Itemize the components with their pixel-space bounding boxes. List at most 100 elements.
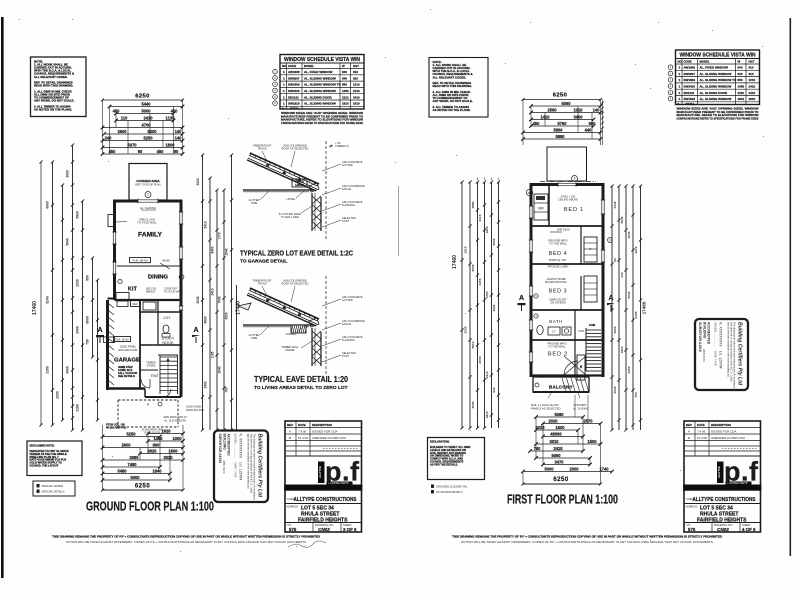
svg-text:2: 2 bbox=[147, 193, 149, 197]
svg-text:LEVELS AND SETBACKS ON: LEVELS AND SETBACKS ON bbox=[430, 448, 466, 452]
svg-text:WITH THE B.C.A. & LOCAL: WITH THE B.C.A. & LOCAL bbox=[34, 69, 71, 73]
svg-text:610: 610 bbox=[353, 76, 358, 80]
svg-text:40 DIA PAD FTG.: 40 DIA PAD FTG. bbox=[106, 426, 127, 430]
svg-text:with deemed to comply provisio: with deemed to comply provisions of the … bbox=[730, 322, 733, 383]
svg-text:ON OTHERS: ON OTHERS bbox=[550, 301, 566, 305]
svg-text:ANY WORK. DO NOT SCALE.: ANY WORK. DO NOT SCALE. bbox=[433, 99, 473, 103]
svg-text:BALCONY: BALCONY bbox=[549, 385, 573, 390]
svg-text:2620: 2620 bbox=[147, 449, 157, 454]
svg-text:AL. SLD WINDOW: AL. SLD WINDOW bbox=[164, 418, 186, 422]
svg-text:W: W bbox=[738, 60, 741, 64]
svg-text:2: 2 bbox=[274, 76, 276, 80]
svg-text:1620: 1620 bbox=[161, 429, 171, 434]
svg-text:3: 3 bbox=[484, 177, 486, 181]
svg-text:2400: 2400 bbox=[76, 326, 80, 334]
svg-text:ACCREDITED: ACCREDITED bbox=[707, 322, 711, 345]
svg-text:AL. SLIDING WINDOW TO: AL. SLIDING WINDOW TO bbox=[304, 83, 341, 87]
svg-text:OF SHOWN DETAILS: OF SHOWN DETAILS bbox=[436, 490, 463, 494]
svg-text:4700: 4700 bbox=[141, 123, 151, 128]
svg-text:B: B bbox=[289, 436, 291, 440]
svg-text:5860: 5860 bbox=[553, 128, 563, 133]
svg-text:FAIRFIELD HEIGHTS: FAIRFIELD HEIGHTS bbox=[697, 518, 747, 524]
svg-text:48060: 48060 bbox=[550, 432, 562, 437]
svg-text:110: 110 bbox=[121, 116, 128, 121]
svg-text:2940: 2940 bbox=[225, 248, 229, 255]
svg-text:R: R bbox=[580, 365, 583, 369]
svg-text:AW1608: AW1608 bbox=[684, 66, 696, 70]
svg-text:6250: 6250 bbox=[553, 93, 568, 99]
svg-text:CARRIED OUT IN ACCORD.: CARRIED OUT IN ACCORD. bbox=[433, 66, 471, 70]
svg-text:ACTION WILL BE TAKEN AGAINST O: ACTION WILL BE TAKEN AGAINST OFFENDERS. … bbox=[461, 540, 713, 544]
svg-text:3080: 3080 bbox=[129, 455, 139, 460]
svg-text:3. ALL TIMBER TO AS1684: 3. ALL TIMBER TO AS1684 bbox=[433, 105, 470, 109]
svg-text:CT: CT bbox=[552, 330, 556, 334]
svg-text:WINDOW SIZES ARE 'AUD' OPENING: WINDOW SIZES ARE 'AUD' OPENING SIZES. WI… bbox=[281, 111, 363, 115]
svg-text:4440: 4440 bbox=[613, 201, 617, 208]
svg-text:840: 840 bbox=[342, 76, 347, 80]
svg-text:1: 1 bbox=[679, 85, 681, 89]
svg-text:SD2121: SD2121 bbox=[288, 95, 299, 99]
svg-text:2: 2 bbox=[498, 177, 500, 181]
svg-text:DESCRIPTION: DESCRIPTION bbox=[711, 423, 731, 427]
svg-text:1. ALL WORK SHALL BE: 1. ALL WORK SHALL BE bbox=[433, 63, 467, 67]
svg-text:1440: 1440 bbox=[153, 436, 163, 441]
svg-text:5060: 5060 bbox=[551, 453, 561, 458]
svg-text:DATE: DATE bbox=[697, 423, 705, 427]
svg-text:FLASHING: FLASHING bbox=[342, 338, 355, 342]
svg-text:LDY: LDY bbox=[164, 316, 172, 320]
svg-text:REV: REV bbox=[686, 423, 692, 427]
svg-text:1810: 1810 bbox=[749, 97, 756, 101]
svg-text:1810: 1810 bbox=[738, 97, 745, 101]
svg-text:TO STUD WALL: TO STUD WALL bbox=[137, 221, 157, 225]
svg-text:ALL DIMS ON SITE PRIOR: ALL DIMS ON SITE PRIOR bbox=[34, 92, 71, 96]
svg-text:with deemed to comply provisio: with deemed to comply provisions of the … bbox=[250, 434, 253, 495]
svg-text:AL. SLIDING WINDOW: AL. SLIDING WINDOW bbox=[700, 72, 732, 76]
svg-text:840: 840 bbox=[342, 70, 347, 74]
svg-text:2410: 2410 bbox=[353, 95, 360, 99]
svg-text:SW1809: SW1809 bbox=[288, 83, 300, 87]
svg-text:TABS: TABS bbox=[251, 336, 258, 340]
svg-text:5440: 5440 bbox=[141, 102, 151, 107]
svg-text:25020 PANEL: 25020 PANEL bbox=[120, 345, 137, 349]
svg-text:PROVIDE WR'S: PROVIDE WR'S bbox=[549, 239, 568, 243]
svg-text:CORBEL: CORBEL bbox=[285, 332, 297, 336]
svg-text:DISCLAIMER NOTE:: DISCLAIMER NOTE: bbox=[30, 444, 55, 448]
svg-text:HGT: HGT bbox=[749, 60, 755, 64]
svg-text:AWN WDW 2030.10: AWN WDW 2030.10 bbox=[163, 415, 187, 419]
svg-text:REV: REV bbox=[287, 423, 293, 427]
svg-text:5040: 5040 bbox=[196, 296, 200, 303]
svg-text:6: 6 bbox=[678, 102, 680, 106]
svg-text:1: 1 bbox=[283, 95, 285, 99]
svg-text:Lic. 125764: Lic. 125764 bbox=[719, 351, 723, 369]
svg-text:TO STUD WALL: TO STUD WALL bbox=[164, 289, 184, 293]
svg-text:BUILDING: BUILDING bbox=[702, 322, 706, 339]
svg-text:BED 4: BED 4 bbox=[549, 251, 568, 257]
svg-text:TO THIS WALL: TO THIS WALL bbox=[548, 345, 566, 349]
svg-text:1: 1 bbox=[283, 76, 285, 80]
svg-text:15.4.06: 15.4.06 bbox=[697, 436, 707, 440]
svg-text:BED 2: BED 2 bbox=[548, 352, 568, 358]
svg-text:CRACKED LICENSE VNL: CRACKED LICENSE VNL bbox=[436, 485, 468, 489]
svg-text:CODE: CODE bbox=[288, 64, 296, 68]
svg-text:W: W bbox=[342, 64, 345, 68]
svg-text:2000: 2000 bbox=[569, 467, 579, 472]
svg-text:A: A bbox=[193, 327, 198, 334]
svg-text:3000: 3000 bbox=[66, 170, 70, 178]
svg-text:7480: 7480 bbox=[127, 462, 137, 467]
svg-text:SURVEYOR A1510: SURVEYOR A1510 bbox=[698, 322, 702, 352]
svg-text:DEDICATED TO UNIT 31. BRICK: DEDICATED TO UNIT 31. BRICK bbox=[30, 449, 69, 453]
svg-text:2020: 2020 bbox=[548, 419, 558, 424]
svg-text:1500: 1500 bbox=[587, 439, 597, 444]
svg-text:ROOF AS SELECTED: ROOF AS SELECTED bbox=[282, 147, 309, 151]
svg-text:1000: 1000 bbox=[172, 436, 182, 441]
svg-text:COLD WATER SUPPLY TO: COLD WATER SUPPLY TO bbox=[30, 461, 62, 465]
svg-text:ALLTYPE: ALLTYPE bbox=[318, 466, 322, 478]
svg-text:REF TO ROOF PLAN: REF TO ROOF PLAN bbox=[135, 183, 160, 187]
svg-text:450: 450 bbox=[109, 149, 117, 154]
svg-text:ISSUED FOR CDA: ISSUED FOR CDA bbox=[711, 430, 737, 434]
svg-text:RAIL 1.2 HIGH GLASS: RAIL 1.2 HIGH GLASS bbox=[531, 403, 559, 407]
svg-text:LINTEL: LINTEL bbox=[286, 197, 296, 201]
svg-text:2410: 2410 bbox=[749, 91, 756, 95]
svg-text:The drawings as submitted and: The drawings as submitted and endorsed a… bbox=[253, 434, 256, 501]
svg-text:and all relevant standards of: and all relevant standards of the state … bbox=[247, 434, 250, 490]
